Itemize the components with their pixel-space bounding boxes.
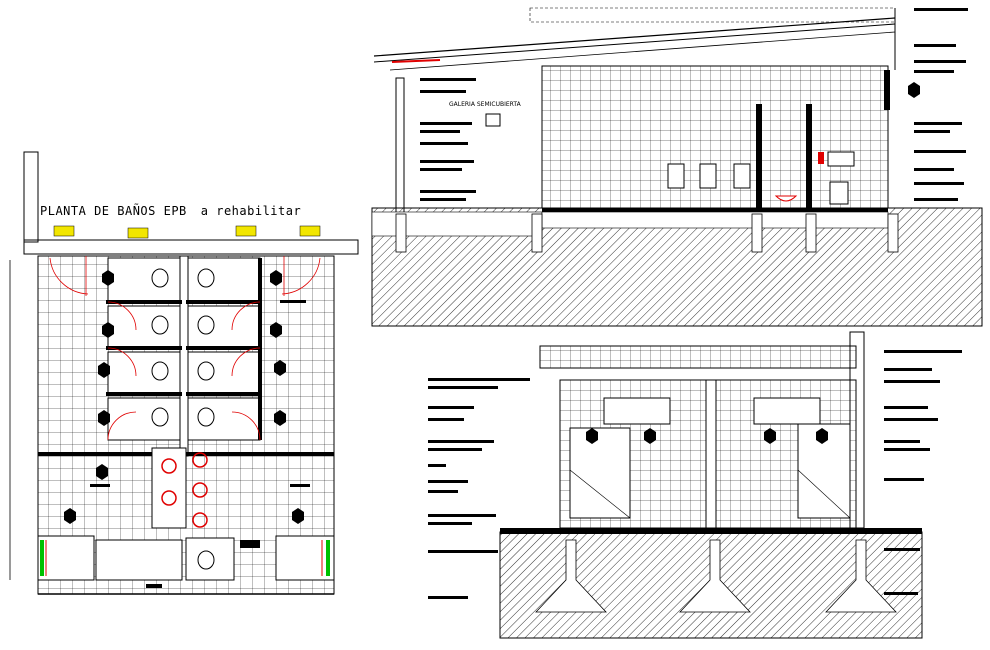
lavatory-counter [151, 447, 208, 529]
toilet-stalls-left [106, 257, 182, 441]
transverse-section [428, 331, 962, 639]
reference-tags [53, 225, 321, 239]
floor-plan [9, 151, 359, 595]
section-label: GALERIA SEMICUBIERTA [449, 101, 521, 108]
toilet-stalls-right [186, 257, 262, 441]
longitudinal-section [371, 7, 983, 327]
shower-stalls [569, 397, 851, 519]
level-markers [64, 270, 304, 524]
urinals [667, 163, 751, 189]
plan-title: PLANTA DE BAÑOS EPB a rehabilitar [40, 204, 301, 218]
plan-title-main: PLANTA DE BAÑOS EPB [40, 204, 187, 218]
plan-title-sub: a rehabilitar [200, 204, 302, 218]
